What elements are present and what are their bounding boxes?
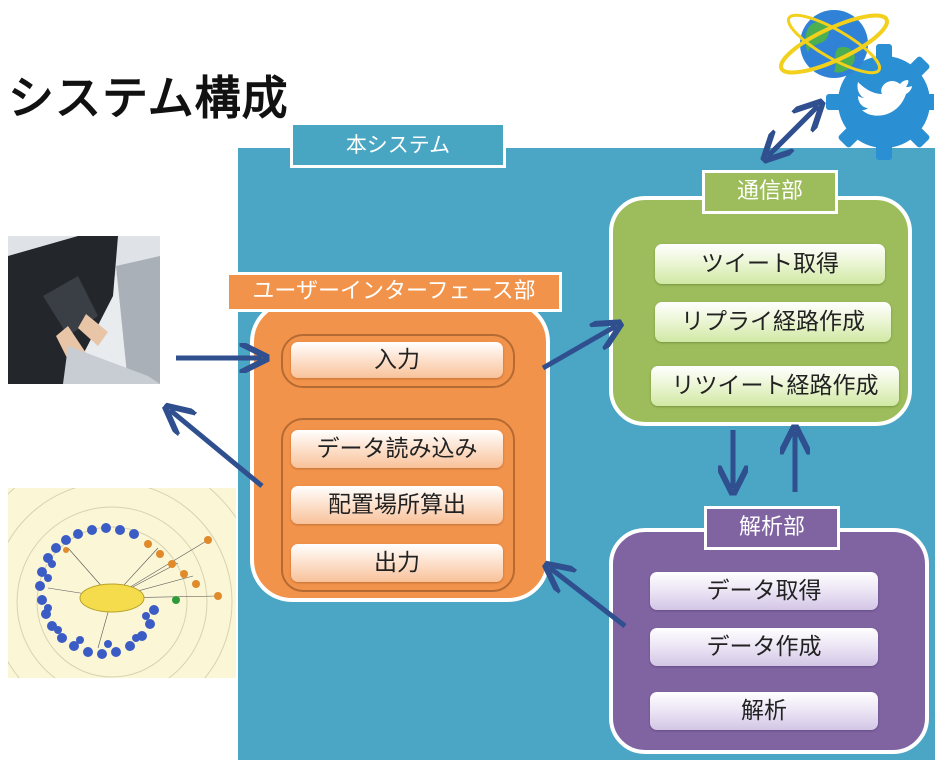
data-load-box: データ読み込み [291,430,503,468]
user-photo [8,236,160,384]
ui-section-label: ユーザーインターフェース部 [226,272,562,312]
analysis-label: 解析部 [704,506,840,550]
system-label: 本システム [290,122,506,168]
arrow-analysis-to-output [550,568,627,628]
data-fetch-box: データ取得 [650,572,878,610]
graph-visualization [8,488,236,678]
data-create-box: データ作成 [650,628,878,666]
output-box: 出力 [291,544,503,582]
tweet-fetch-box: ツイート取得 [655,244,885,284]
arrow-twitter-to-comm [768,110,814,156]
page-title: システム構成 [8,71,289,125]
communication-label: 通信部 [702,170,838,214]
processing-group [281,418,515,592]
analyze-box: 解析 [650,692,878,730]
reply-path-box: リプライ経路作成 [655,302,891,342]
retweet-path-box: リツイート経路作成 [651,366,899,406]
placement-calc-box: 配置場所算出 [291,486,503,524]
input-box: 入力 [291,342,503,378]
arrow-ui-to-graph [170,410,264,488]
input-group [281,334,515,388]
twitter-globe-icon [779,10,934,160]
arrow-ui-to-comm [541,326,616,371]
